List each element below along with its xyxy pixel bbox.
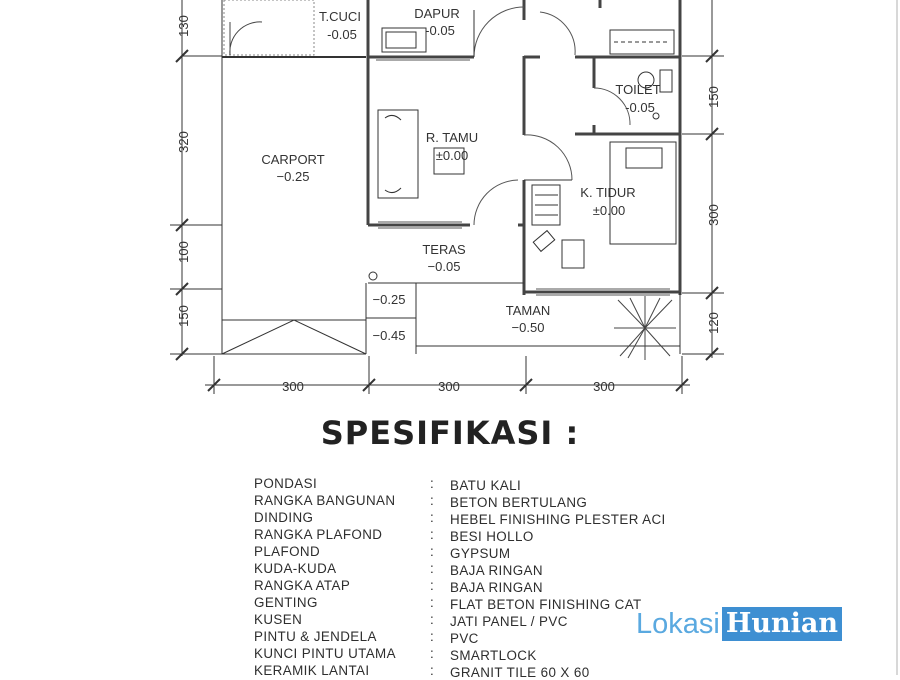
step-level-1: −0.25 [373, 292, 406, 307]
dim-left-2: 320 [176, 131, 191, 153]
spec-row: RANGKA PLAFOND: BESI HOLLO [254, 527, 674, 544]
dim-right-2: 300 [706, 204, 721, 226]
spec-separator: : [430, 544, 435, 559]
dim-bottom-1: 300 [282, 379, 304, 394]
spec-row: PINTU & JENDELA: PVC [254, 629, 674, 646]
spec-value: JATI PANEL / PVC [450, 614, 568, 629]
spec-label: KUDA-KUDA [254, 561, 337, 576]
plant-symbol [614, 296, 676, 360]
laundry-hatch [223, 0, 315, 56]
spec-value: BESI HOLLO [450, 529, 534, 544]
spec-label: RANGKA ATAP [254, 578, 351, 593]
spec-row: GENTING: FLAT BETON FINISHING CAT [254, 595, 674, 612]
floor-plan: T.CUCI -0.05 DAPUR -0.05 TOILET -0.05 CA… [170, 0, 724, 394]
watermark-part1: Lokasi [636, 607, 720, 640]
spec-row: KUSEN: JATI PANEL / PVC [254, 612, 674, 629]
spec-value: GRANIT TILE 60 X 60 [450, 665, 590, 680]
spec-list: PONDASI: BATU KALI RANGKA BANGUNAN: BETON B… [254, 476, 674, 680]
spec-value: GYPSUM [450, 546, 511, 561]
spec-row: KUNCI PINTU UTAMA: SMARTLOCK [254, 646, 674, 663]
spec-label: RANGKA PLAFOND [254, 527, 383, 542]
sink [381, 27, 427, 53]
spec-label: PINTU & JENDELA [254, 629, 377, 644]
kamar-tidur-name: K. TIDUR [580, 185, 635, 200]
toilet-bowl [637, 71, 655, 89]
spec-title: SPESIFIKASI : [320, 414, 580, 452]
spec-label: KUNCI PINTU UTAMA [254, 646, 396, 661]
step-level-2: −0.45 [373, 328, 406, 343]
spec-separator: : [430, 646, 435, 661]
ruang-tamu-name: R. TAMU [426, 130, 478, 145]
spec-separator: : [430, 595, 435, 610]
ruang-tamu-level: ±0.00 [436, 148, 468, 163]
dim-right-1: 150 [706, 86, 721, 108]
carport-level: −0.25 [277, 169, 310, 184]
spec-value: BAJA RINGAN [450, 563, 543, 578]
tcuci-name: T.CUCI [319, 9, 361, 24]
spec-row: KUDA-KUDA: BAJA RINGAN [254, 561, 674, 578]
spec-value: SMARTLOCK [450, 648, 537, 663]
spec-separator: : [430, 476, 435, 491]
spec-row: RANGKA ATAP: BAJA RINGAN [254, 578, 674, 595]
spec-label: RANGKA BANGUNAN [254, 493, 396, 508]
watermark-logo: Lokasi Hunian [636, 607, 842, 641]
dim-bottom-2: 300 [438, 379, 460, 394]
spec-label: DINDING [254, 510, 314, 525]
spec-row: PONDASI: BATU KALI [254, 476, 674, 493]
dapur-name: DAPUR [414, 6, 460, 21]
spec-label: GENTING [254, 595, 318, 610]
spec-row: KERAMIK LANTAI: GRANIT TILE 60 X 60 [254, 663, 674, 680]
spec-value: PVC [450, 631, 479, 646]
spec-label: PLAFOND [254, 544, 321, 559]
spec-value: BETON BERTULANG [450, 495, 588, 510]
spec-label: PONDASI [254, 476, 318, 491]
spec-separator: : [430, 629, 435, 644]
kamar-tidur-level: ±0.00 [593, 203, 625, 218]
sofa [377, 109, 419, 199]
spec-value: BATU KALI [450, 478, 522, 493]
dim-right-3: 120 [706, 312, 721, 334]
taman-name: TAMAN [506, 303, 551, 318]
spec-value: FLAT BETON FINISHING CAT [450, 597, 642, 612]
spec-separator: : [430, 578, 435, 593]
teras-level: −0.05 [428, 259, 461, 274]
spec-label: KERAMIK LANTAI [254, 663, 370, 678]
spec-separator: : [430, 493, 435, 508]
spec-separator: : [430, 612, 435, 627]
teras-name: TERAS [422, 242, 466, 257]
right-border [896, 0, 898, 675]
dim-left-1: 130 [176, 15, 191, 37]
taman-level: −0.50 [512, 320, 545, 335]
dim-left-4: 150 [176, 305, 191, 327]
toilet-level: -0.05 [625, 100, 655, 115]
carport-name: CARPORT [261, 152, 324, 167]
dim-bottom-3: 300 [593, 379, 615, 394]
spec-separator: : [430, 527, 435, 542]
spec-value: BAJA RINGAN [450, 580, 543, 595]
spec-label: KUSEN [254, 612, 303, 627]
tcuci-level: -0.05 [327, 27, 357, 42]
spec-separator: : [430, 561, 435, 576]
watermark-part2: Hunian [721, 607, 842, 641]
spec-row: RANGKA BANGUNAN: BETON BERTULANG [254, 493, 674, 510]
spec-separator: : [430, 663, 435, 678]
spec-row: PLAFOND: GYPSUM [254, 544, 674, 561]
dim-left-3: 100 [176, 241, 191, 263]
dapur-level: -0.05 [425, 23, 455, 38]
spec-separator: : [430, 510, 435, 525]
toilet-name: TOILET [615, 82, 660, 97]
spec-value: HEBEL FINISHING PLESTER ACI [450, 512, 666, 527]
spec-row: DINDING: HEBEL FINISHING PLESTER ACI [254, 510, 674, 527]
bed [609, 141, 677, 245]
